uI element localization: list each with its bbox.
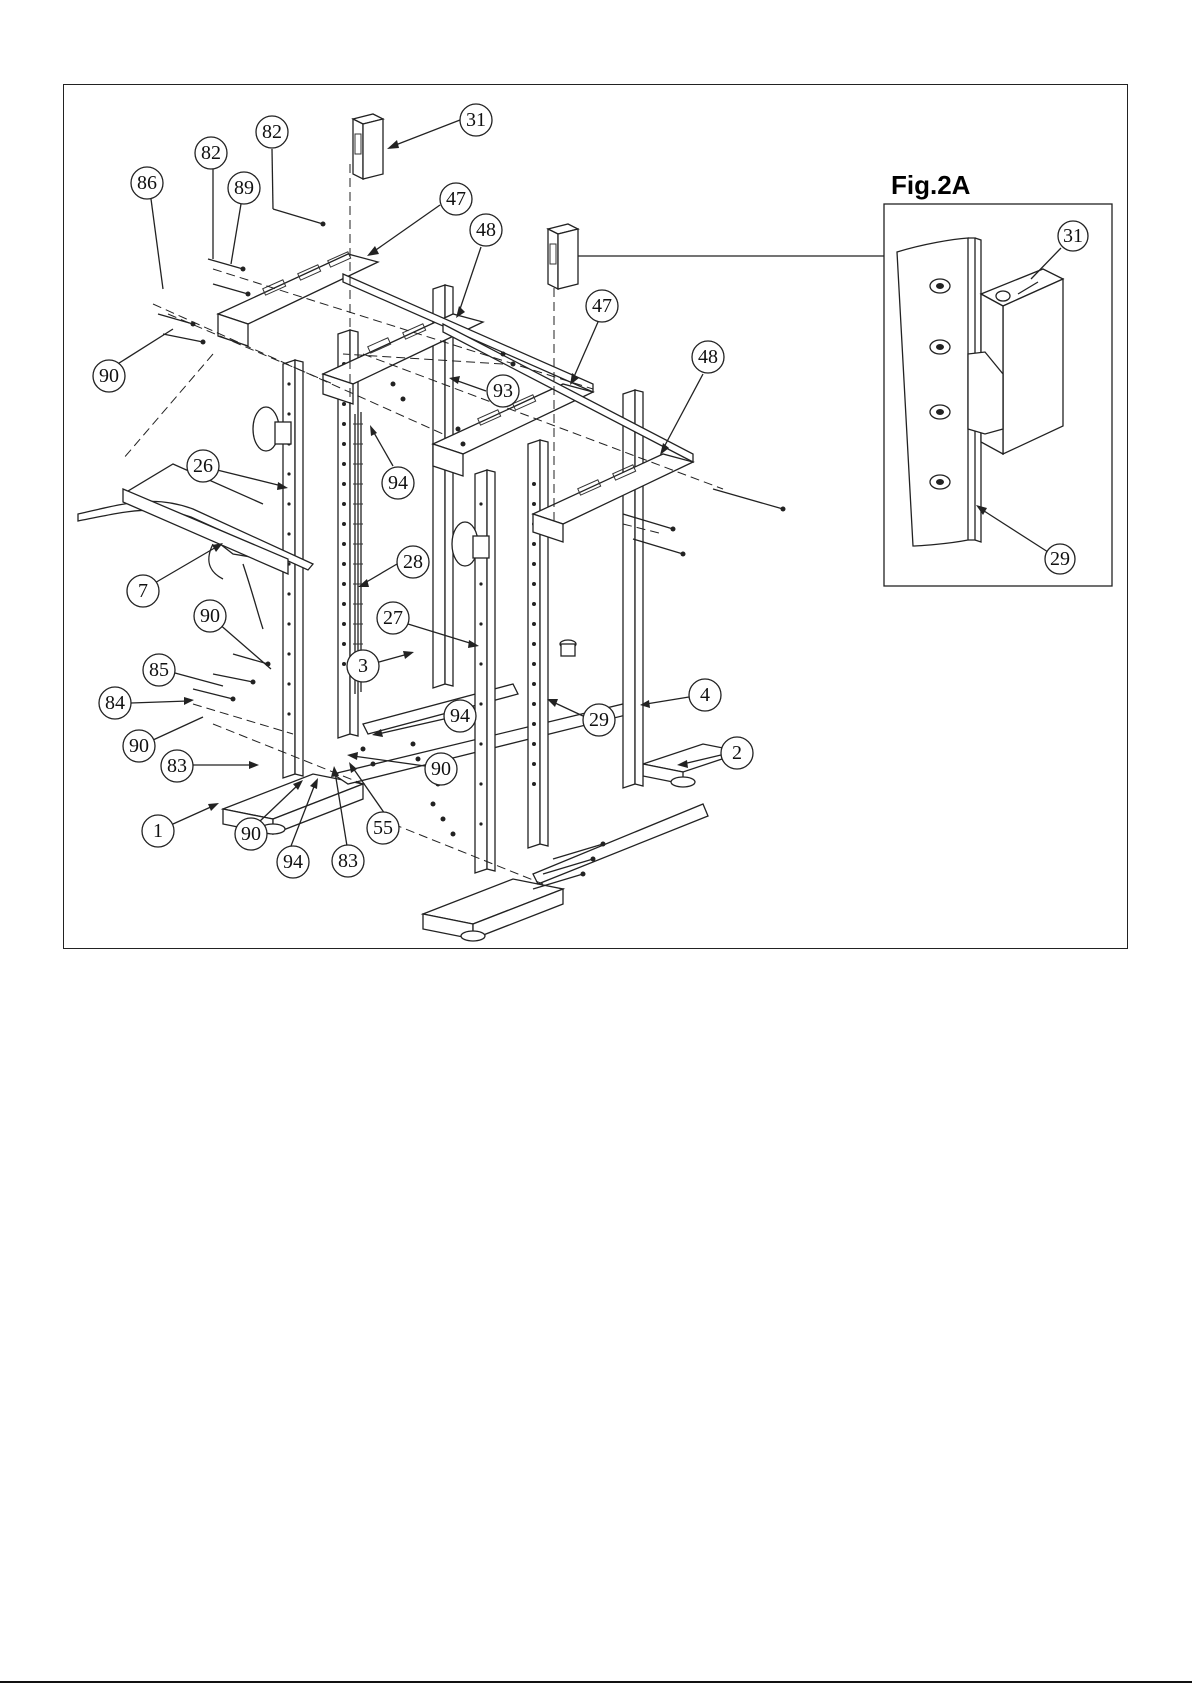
svg-text:55: 55: [373, 817, 393, 839]
svg-text:82: 82: [201, 142, 221, 164]
page-bottom-rule: [0, 1681, 1192, 1683]
callout-83-left: 83: [161, 750, 259, 782]
callout-94-upper: 94: [370, 425, 414, 499]
top-plate-48-front: [533, 454, 693, 542]
callout-27: 27: [377, 602, 479, 648]
svg-text:47: 47: [592, 295, 612, 317]
svg-text:29: 29: [589, 709, 609, 731]
callout-48-front: 48: [660, 341, 724, 455]
upright-front-mid: [475, 470, 495, 873]
j-hook-31-left: [353, 114, 383, 179]
svg-text:3: 3: [358, 655, 368, 677]
svg-text:2: 2: [732, 742, 742, 764]
svg-text:31: 31: [466, 109, 486, 131]
svg-text:93: 93: [493, 380, 513, 402]
inset-fig-2a: Fig.2A 31 29: [884, 170, 1112, 586]
callout-47-front: 47: [570, 290, 618, 385]
svg-text:89: 89: [234, 177, 254, 199]
svg-text:28: 28: [403, 551, 423, 573]
base-foot-front-right: [423, 879, 563, 941]
svg-text:86: 86: [137, 172, 157, 194]
svg-text:26: 26: [193, 455, 213, 477]
upright-rear-right: [623, 390, 643, 788]
svg-text:82: 82: [262, 121, 282, 143]
callout-31: 31: [387, 104, 492, 149]
exploded-assembly-diagram: 31 82 82 86 89 47: [63, 84, 1128, 949]
svg-text:83: 83: [167, 755, 187, 777]
svg-text:94: 94: [450, 705, 470, 727]
j-hook-31-right: [548, 224, 578, 289]
svg-text:90: 90: [200, 605, 220, 627]
callout-26: 26: [187, 450, 288, 490]
svg-text:90: 90: [431, 758, 451, 780]
svg-text:90: 90: [99, 365, 119, 387]
svg-text:94: 94: [388, 472, 408, 494]
callout-82-top: 82: [256, 116, 288, 209]
svg-text:27: 27: [383, 607, 403, 629]
svg-text:83: 83: [338, 850, 358, 872]
callout-82-left: 82: [195, 137, 227, 259]
callout-4: 4: [640, 679, 721, 711]
inset-title: Fig.2A: [891, 170, 971, 200]
callout-48-rear: 48: [456, 214, 502, 318]
svg-text:4: 4: [700, 684, 710, 706]
svg-text:7: 7: [138, 580, 148, 602]
callout-90-lower-left: 90: [123, 717, 203, 762]
svg-text:31: 31: [1063, 225, 1083, 247]
svg-text:94: 94: [283, 851, 303, 873]
callout-28: 28: [358, 546, 429, 587]
upright-rear-mid: [433, 285, 453, 688]
svg-text:29: 29: [1050, 548, 1070, 570]
top-cross-tube-left: [343, 274, 593, 392]
upright-front-right: [528, 440, 548, 848]
callout-84: 84: [99, 687, 194, 719]
callout-85: 85: [143, 654, 223, 686]
svg-text:90: 90: [241, 823, 261, 845]
callout-47-rear: 47: [367, 183, 472, 256]
callout-93: 93: [449, 375, 519, 407]
svg-text:84: 84: [105, 692, 125, 714]
callout-86: 86: [131, 167, 163, 289]
svg-text:90: 90: [129, 735, 149, 757]
svg-text:48: 48: [698, 346, 718, 368]
callout-7: 7: [127, 543, 223, 607]
callout-90-upper: 90: [93, 329, 173, 392]
svg-text:1: 1: [153, 820, 163, 842]
callout-3: 3: [347, 650, 414, 682]
callout-89: 89: [228, 172, 260, 264]
svg-text:85: 85: [149, 659, 169, 681]
svg-text:47: 47: [446, 188, 466, 210]
callout-90-mid: 90: [194, 600, 271, 669]
callout-1: 1: [142, 803, 219, 847]
svg-text:48: 48: [476, 219, 496, 241]
